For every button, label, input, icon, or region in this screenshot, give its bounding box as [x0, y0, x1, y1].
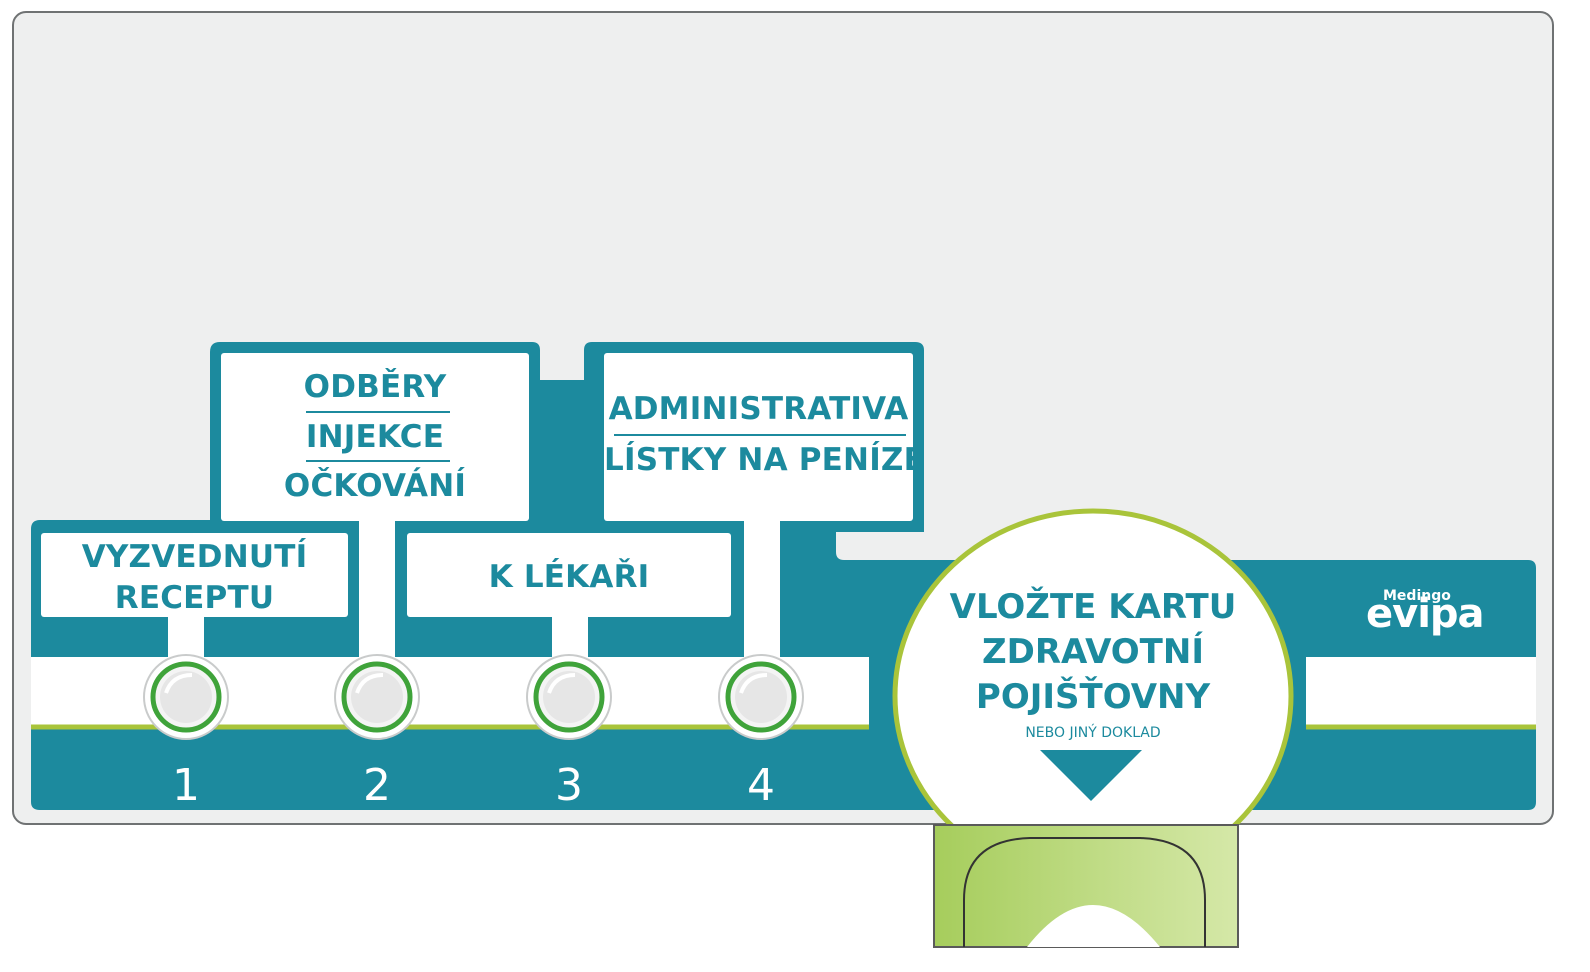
label-divider: [614, 434, 906, 436]
round-button-icon: [526, 654, 612, 740]
white-strip-right: [1306, 657, 1536, 727]
card-instruction-line: VLOŽTE KARTU: [949, 587, 1237, 627]
label-line: LÍSTKY NA PENÍZE: [604, 442, 925, 478]
round-button-icon: [334, 654, 420, 740]
round-button-icon: [718, 654, 804, 740]
button-3-number: 3: [555, 760, 583, 811]
card-instruction: VLOŽTE KARTU ZDRAVOTNÍ POJIŠŤOVNY: [908, 585, 1278, 720]
button-2-number: 2: [363, 760, 391, 811]
label-divider: [306, 460, 450, 462]
button-4-number: 4: [747, 760, 775, 811]
label-box-3: [407, 533, 731, 617]
label-line: ODBĚRY: [303, 369, 447, 405]
button-3[interactable]: [525, 653, 613, 741]
label-line: VYZVEDNUTÍ: [81, 539, 308, 575]
button-2[interactable]: [333, 653, 421, 741]
card-instruction-line: ZDRAVOTNÍ: [982, 632, 1204, 672]
label-line: INJEKCE: [305, 419, 445, 455]
stem-4: [744, 520, 780, 661]
stem-1: [168, 616, 204, 661]
stem-2: [359, 520, 395, 661]
label-line: ADMINISTRATIVA: [608, 391, 909, 427]
label-box-4: [604, 353, 913, 521]
brand-logo: evipa: [1366, 591, 1485, 637]
label-divider: [306, 411, 450, 413]
label-line: OČKOVÁNÍ: [283, 468, 467, 504]
button-1-number: 1: [172, 760, 200, 811]
round-button-icon: [143, 654, 229, 740]
card-instruction-subtitle: NEBO JINÝ DOKLAD: [1025, 725, 1161, 741]
stem-3: [552, 616, 588, 661]
label-box-1: [41, 533, 348, 617]
card-instruction-line: POJIŠŤOVNY: [975, 677, 1211, 717]
button-1[interactable]: [142, 653, 230, 741]
button-4[interactable]: [717, 653, 805, 741]
label-box-2: [221, 353, 529, 521]
label-line: RECEPTU: [114, 580, 275, 616]
label-line: K LÉKAŘI: [488, 559, 650, 595]
brand-medingo: Medingo: [1383, 588, 1451, 604]
